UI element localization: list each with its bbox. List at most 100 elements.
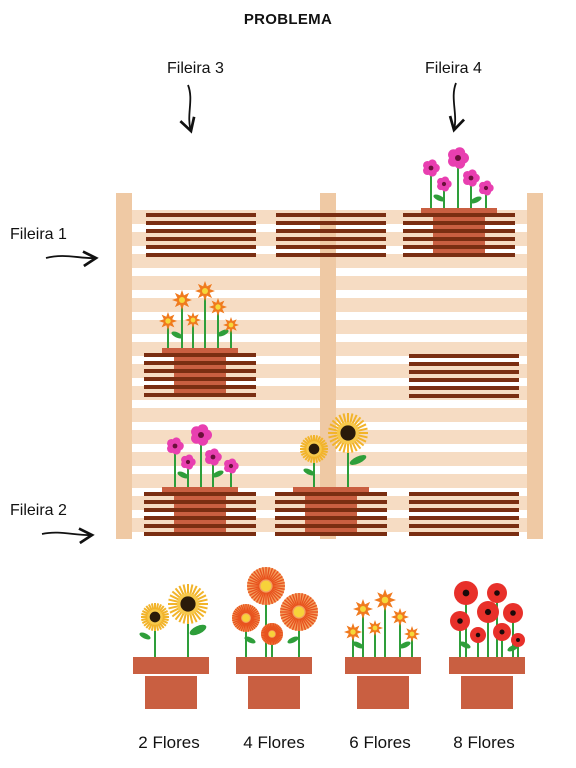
flower-ray (233, 619, 243, 626)
arrow-fileira-1 (45, 250, 99, 268)
shelf-slat (276, 245, 386, 249)
row-label-fileira-4: Fileira 4 (425, 60, 482, 77)
flower-ray (272, 637, 277, 645)
shelf-slat (276, 221, 386, 225)
shelf-slat (144, 385, 256, 389)
flower-ray (288, 617, 297, 629)
pink-flower (205, 448, 222, 466)
red-poppy (511, 633, 525, 647)
pot-caption-8: 8 Flores (453, 733, 515, 752)
flower-ray (261, 629, 269, 634)
flower-ray (299, 593, 303, 606)
flower-ray (271, 637, 275, 645)
pot-caption-6: 6 Flores (349, 733, 411, 752)
flower-ray (232, 614, 242, 618)
pink-flower (181, 454, 196, 470)
flower-ray (305, 612, 318, 616)
flower-center (202, 288, 208, 294)
flower-leaf (349, 455, 367, 465)
shelf-slat (409, 524, 519, 528)
flower-leaf (212, 470, 224, 478)
pot-body (145, 676, 197, 709)
shelf-slat (276, 229, 386, 233)
pot-option-2-flores (133, 584, 209, 709)
flower-ray (248, 621, 256, 630)
flower-center (260, 580, 272, 592)
flower-center (475, 632, 481, 638)
red-poppy (503, 603, 523, 623)
flower-ray (304, 614, 316, 623)
flower-ray (242, 622, 246, 632)
orange-star-flower (374, 589, 396, 611)
pot-option-6-flores (344, 589, 421, 709)
shelf-slat (409, 394, 519, 398)
flower-ray (271, 575, 283, 584)
pot-option-8-flores (449, 581, 525, 709)
sunflower (141, 603, 169, 631)
flower-center (499, 629, 505, 635)
flower-ray (283, 615, 295, 625)
orange-star-flower (404, 626, 420, 642)
flower-center (494, 590, 500, 596)
shelf-pot-pink-top (403, 147, 515, 257)
flower-ray (258, 567, 265, 580)
flower-ray (273, 636, 280, 643)
flower-ray (267, 623, 272, 631)
shelf-slat (146, 237, 256, 241)
flower-ray (238, 621, 245, 631)
flower-leaf (459, 641, 471, 649)
pot-caption-2: 2 Flores (138, 733, 200, 752)
shelf-pots (144, 147, 515, 536)
flower-ray (280, 613, 293, 620)
flower-ray (301, 617, 310, 629)
shelf-slat (144, 500, 256, 504)
flower-ray (302, 616, 312, 628)
red-poppy (454, 581, 478, 605)
flower-center (441, 181, 447, 187)
pink-flower (448, 147, 469, 169)
flower-ray (247, 586, 260, 590)
flower-ray (246, 622, 250, 632)
shelf-slat (409, 508, 519, 512)
flower-center (293, 606, 305, 618)
flower-ray (250, 619, 260, 624)
flower-ray (262, 592, 266, 605)
flower-ray (266, 567, 270, 580)
flower-ray (283, 599, 295, 609)
flower-center (149, 611, 161, 623)
empty-crate (146, 213, 256, 257)
flower-ray (272, 582, 285, 586)
flower-ray (249, 588, 261, 597)
flower-ray (250, 612, 260, 617)
flower-ray (233, 610, 243, 617)
flower-center (457, 618, 463, 624)
pink-flower (479, 180, 494, 196)
flower-ray (280, 608, 293, 612)
shelf-slat (409, 354, 519, 358)
row-label-fileira-2: Fileira 2 (10, 502, 67, 519)
shelf-slat (409, 378, 519, 382)
flower-ray (269, 590, 279, 602)
flower-ray (234, 620, 243, 628)
flower-ray (238, 605, 245, 615)
flower-ray (249, 610, 259, 617)
pink-flower (423, 159, 440, 177)
shelf-slat (275, 532, 387, 536)
shelf-slat (146, 221, 256, 225)
flower-ray (261, 631, 269, 635)
flower-ray (286, 596, 296, 608)
flower-ray (253, 570, 263, 582)
flower-ray (280, 604, 293, 611)
flower-ray (266, 592, 270, 605)
orange-star-flower (391, 608, 409, 626)
flower-center (510, 610, 516, 616)
flower-ray (273, 625, 280, 632)
empty-crate (276, 213, 386, 257)
flower-center (198, 432, 204, 438)
orange-star-flower (159, 312, 177, 330)
flower-center (242, 614, 250, 622)
flower-ray (268, 591, 277, 603)
flower-ray (275, 634, 283, 639)
flower-ray (261, 633, 269, 637)
